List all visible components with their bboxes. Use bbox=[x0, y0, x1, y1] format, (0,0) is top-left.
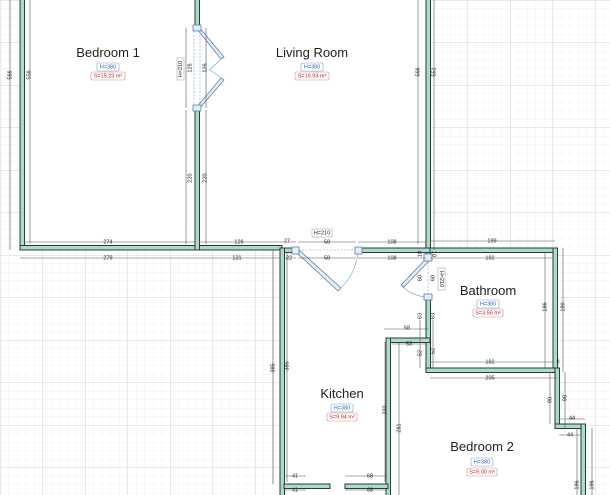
dimension-label: 196 bbox=[574, 480, 580, 489]
room-name: Bathroom bbox=[460, 283, 516, 298]
room-name: Bedroom 1 bbox=[76, 45, 140, 60]
room-height: H=380 bbox=[304, 64, 320, 70]
dimension-label: 52 bbox=[430, 348, 436, 354]
dimension-label: 108 bbox=[387, 239, 396, 245]
room-name: Living Room bbox=[276, 45, 348, 60]
dimension-label: 60 bbox=[430, 275, 436, 281]
dimension-label: 63 bbox=[430, 313, 436, 319]
wall-bathroom-left bbox=[425, 296, 431, 373]
dimension-label: 551 bbox=[431, 67, 437, 76]
room-name: Kitchen bbox=[320, 386, 363, 401]
room-area: S=9.94 m² bbox=[329, 414, 355, 420]
door-height-label: H=210 bbox=[438, 271, 444, 287]
dimension-label: 58 bbox=[324, 239, 330, 245]
dimension-label: 279 bbox=[103, 255, 112, 261]
dimension-labels: 566 556 126 126 220 220 566 551 274 279 … bbox=[7, 63, 595, 493]
dimension-label: 199 bbox=[487, 238, 496, 244]
dimension-label: 68 bbox=[367, 473, 373, 479]
room-height: H=380 bbox=[480, 301, 496, 307]
dimension-label: 131 bbox=[232, 255, 241, 261]
dimension-label: 8 bbox=[556, 359, 559, 365]
wall-bottom-bedroom1 bbox=[19, 245, 197, 251]
dimension-label: 44 bbox=[567, 432, 573, 438]
dimension-label: 190 bbox=[560, 302, 566, 311]
dimension-label: 385 bbox=[270, 363, 276, 372]
dimension-label: 220 bbox=[187, 173, 193, 182]
door-kitchen[interactable]: H=210 bbox=[291, 228, 363, 292]
dimension-label: 220 bbox=[202, 173, 208, 182]
dimension-label: 566 bbox=[7, 70, 13, 79]
dimension-label: 44 bbox=[569, 415, 575, 421]
dimension-label: 22 bbox=[286, 255, 292, 261]
dimension-label: 556 bbox=[26, 70, 32, 79]
dimension-label: 53 bbox=[406, 341, 412, 347]
wall-bedroom2-right-upper bbox=[554, 367, 560, 429]
dimension-label: 186 bbox=[542, 302, 548, 311]
wall-kitchen-left bbox=[279, 247, 285, 495]
wall-bedroom2-right-lower bbox=[580, 423, 586, 495]
dimension-label: 205 bbox=[485, 375, 494, 381]
room-living-room[interactable]: Living Room H=380 S=19.93 m² bbox=[276, 45, 348, 81]
dimension-label: 126 bbox=[202, 63, 208, 72]
walls[interactable] bbox=[19, 0, 586, 495]
wall-kitchen-bedroom2 bbox=[385, 337, 391, 495]
wall-living-right bbox=[425, 0, 431, 259]
dimension-label: 126 bbox=[234, 239, 243, 245]
room-floors bbox=[22, 0, 585, 495]
room-height: H=380 bbox=[334, 405, 350, 411]
dimension-label: 68 bbox=[367, 487, 373, 493]
dimension-label: 108 bbox=[387, 255, 396, 261]
wall-bathroom-top bbox=[429, 247, 558, 253]
dimension-label: 566 bbox=[415, 67, 421, 76]
dimension-label: 58 bbox=[324, 255, 330, 261]
room-height: H=380 bbox=[100, 64, 116, 70]
room-area: S=9.00 m² bbox=[469, 469, 495, 475]
wall-bedroom1-living-lower bbox=[194, 107, 200, 251]
dimension-label: 196 bbox=[589, 480, 595, 489]
room-name: Bedroom 2 bbox=[450, 439, 514, 454]
dimension-label: 385 bbox=[284, 361, 290, 370]
dimension-label: 63 bbox=[417, 313, 423, 319]
dimension-label: 41 bbox=[292, 487, 298, 493]
room-height: H=380 bbox=[474, 459, 490, 465]
door-height-label: H=210 bbox=[178, 61, 184, 77]
room-area: S=19.93 m² bbox=[298, 73, 327, 79]
dimension-label: 60 bbox=[417, 275, 423, 281]
wall-kitchen-bottom-left bbox=[283, 483, 331, 489]
wall-bottom-living bbox=[195, 245, 283, 251]
dimension-label: 192 bbox=[485, 359, 494, 365]
dimension-label: 90 bbox=[547, 397, 553, 403]
room-area: S=15.23 m² bbox=[94, 73, 123, 79]
dimension-label: 90 bbox=[562, 395, 568, 401]
room-kitchen[interactable]: Kitchen H=380 S=9.94 m² bbox=[320, 386, 364, 422]
door-height-label: H=210 bbox=[314, 230, 330, 236]
wall-bathroom-bottom bbox=[425, 367, 558, 373]
room-area: S=3.56 m² bbox=[475, 310, 501, 316]
dimension-label: 27 bbox=[284, 238, 290, 244]
dimension-label: 52 bbox=[417, 350, 423, 356]
room-bedroom-2[interactable]: Bedroom 2 H=380 S=9.00 m² bbox=[450, 439, 514, 477]
wall-bathroom-right bbox=[552, 247, 558, 373]
door-bedroom1-living[interactable]: H=210 bbox=[176, 24, 225, 112]
dimension-label: 192 bbox=[485, 255, 494, 261]
dimension-label: 232 bbox=[382, 405, 388, 414]
dimension-lines bbox=[9, 0, 593, 495]
wall-left bbox=[19, 0, 25, 251]
room-bathroom[interactable]: Bathroom H=380 S=3.56 m² bbox=[460, 283, 516, 318]
dimension-label: 281 bbox=[396, 423, 402, 432]
dimension-label: 41 bbox=[292, 473, 298, 479]
wall-kitchen-bottom-right bbox=[344, 483, 389, 489]
dimension-label: 10 bbox=[431, 251, 437, 257]
dimension-label: 10 bbox=[417, 251, 423, 257]
dimension-label: 126 bbox=[187, 63, 193, 72]
dimension-label: 58 bbox=[404, 325, 410, 331]
dimension-label: 274 bbox=[103, 239, 112, 245]
room-bedroom-1[interactable]: Bedroom 1 H=380 S=15.23 m² bbox=[76, 45, 140, 81]
door-bathroom[interactable]: H=210 bbox=[400, 253, 446, 301]
wall-bedroom1-living-upper bbox=[194, 0, 200, 29]
